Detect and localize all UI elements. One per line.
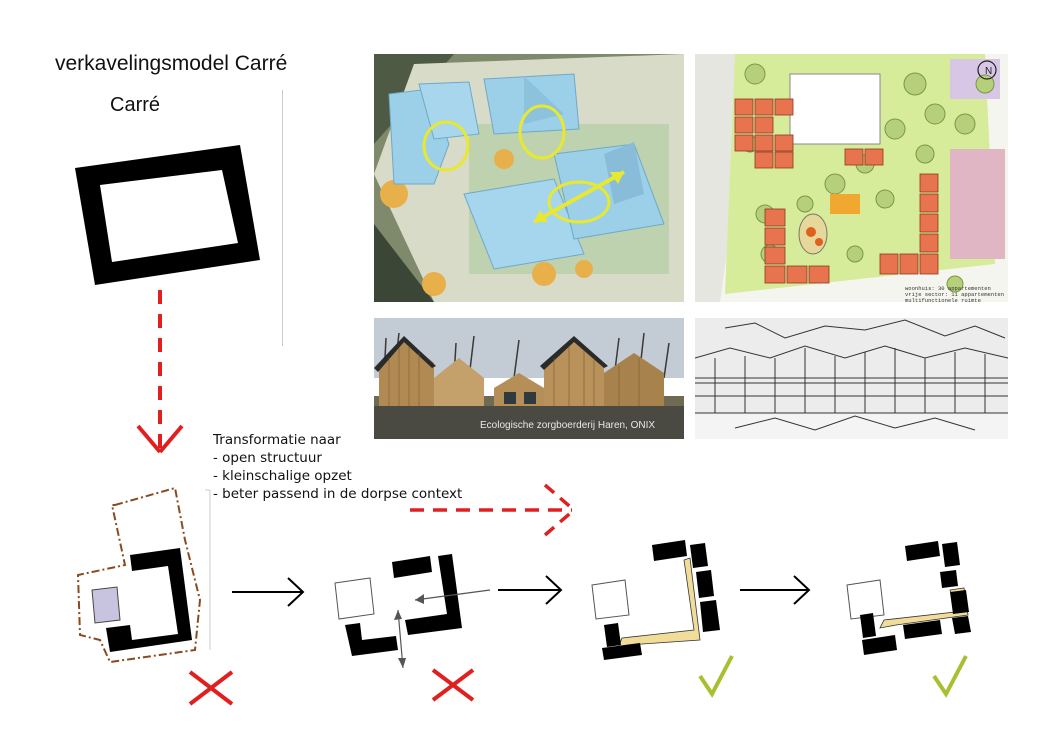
stage-2-layout <box>334 554 491 669</box>
check-icon <box>932 655 968 698</box>
section-subtitle: Carré <box>110 94 161 116</box>
reference-photo <box>374 318 684 439</box>
plan-legend-line: vrije sector: 11 appartementen <box>905 291 1005 298</box>
sketch-drawing <box>695 318 1008 439</box>
plan-legend-line: woonhuis: 30 appartementen <box>905 285 991 292</box>
model-photo <box>374 54 684 302</box>
notes-heading: Transformatie naar <box>213 432 341 448</box>
plan-legend-line: multifunctionele ruimte <box>905 297 981 304</box>
stage-3-layout <box>591 540 720 660</box>
stage-1-layout <box>76 486 211 664</box>
carre-block <box>75 145 260 285</box>
transformation-notes: Transformatie naar - open structuur - kl… <box>213 431 462 503</box>
svg-text:N: N <box>985 66 992 77</box>
site-plan: N <box>695 54 1008 302</box>
stage-4-layout <box>846 541 971 655</box>
dashed-arrow-down-icon <box>136 290 184 454</box>
notes-item: - kleinschalige opzet <box>213 468 352 484</box>
notes-item: - open structuur <box>213 450 322 466</box>
cross-icon <box>431 668 475 702</box>
arrow-right-icon <box>740 575 811 605</box>
photo-caption: Ecologische zorgboerderij Haren, ONIX <box>480 420 656 431</box>
divider-line <box>282 90 283 346</box>
notes-item: - beter passend in de dorpse context <box>213 486 463 502</box>
check-icon <box>698 655 734 698</box>
plan-legend: woonhuis: 30 appartementen vrije sector:… <box>905 286 1004 304</box>
cross-icon <box>188 670 234 706</box>
page-title: verkavelingsmodel Carré <box>55 52 288 75</box>
arrow-right-icon <box>498 575 563 605</box>
dashed-arrow-right-icon <box>410 483 576 537</box>
arrow-right-icon <box>232 577 305 607</box>
